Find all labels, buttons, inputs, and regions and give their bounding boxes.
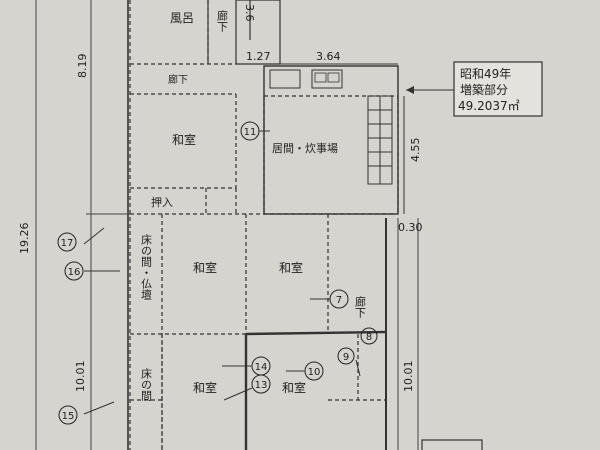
svg-text:9: 9: [343, 352, 349, 363]
marker-15: 15: [58, 401, 115, 425]
room-bath: 風呂: [170, 11, 194, 25]
dim-1-27: 1.27: [246, 50, 271, 63]
room-tokonoma-lower: 床の間: [140, 367, 153, 402]
svg-text:7: 7: [336, 295, 342, 306]
dim-10-01-right: 10.01: [402, 361, 415, 393]
dim-top-fragment: 3.6: [243, 4, 256, 22]
svg-text:11: 11: [244, 127, 257, 138]
marker-11: 11: [240, 121, 270, 141]
marker-7: 7: [310, 289, 349, 309]
svg-text:17: 17: [61, 238, 74, 249]
svg-text:13: 13: [255, 380, 268, 391]
room-oshiire: 押入: [151, 195, 173, 209]
marker-8: 8: [360, 327, 378, 345]
svg-text:14: 14: [255, 362, 268, 373]
dim-3-64: 3.64: [316, 50, 341, 63]
room-living-kitchen: 居間・炊事場: [272, 142, 338, 155]
room-washitsu-lower-right: 和室: [282, 380, 306, 395]
extension-note-line3: 49.2037㎡: [458, 99, 520, 113]
marker-17: 17: [57, 227, 105, 252]
marker-10: 10: [286, 361, 324, 381]
dim-4-55: 4.55: [409, 138, 422, 163]
dim-8-19: 8.19: [76, 54, 89, 79]
dim-10-01-left: 10.01: [74, 361, 87, 393]
marker-13: 13: [223, 374, 271, 401]
svg-text:8: 8: [366, 332, 372, 343]
dim-19-26: 19.26: [18, 223, 31, 255]
extension-note-line2: 増築部分: [460, 82, 508, 97]
room-washitsu-upper: 和室: [172, 132, 196, 147]
room-washitsu-center: 和室: [193, 260, 217, 275]
room-washitsu-lower-left: 和室: [193, 380, 217, 395]
room-corridor-top: 廊下: [216, 9, 229, 33]
room-corridor-mid: 廊下: [168, 73, 188, 86]
room-washitsu-right: 和室: [279, 260, 303, 275]
dim-0-30: 0.30: [398, 221, 423, 234]
extension-note-line1: 昭和49年: [460, 67, 511, 81]
svg-text:10: 10: [308, 367, 321, 378]
svg-text:16: 16: [68, 267, 81, 278]
room-tokonoma-butsudan: 床の間・仏壇: [140, 233, 153, 300]
marker-9: 9: [337, 347, 361, 377]
svg-text:15: 15: [62, 411, 75, 422]
marker-16: 16: [64, 261, 120, 281]
room-corridor-right: 廊下: [354, 295, 367, 319]
